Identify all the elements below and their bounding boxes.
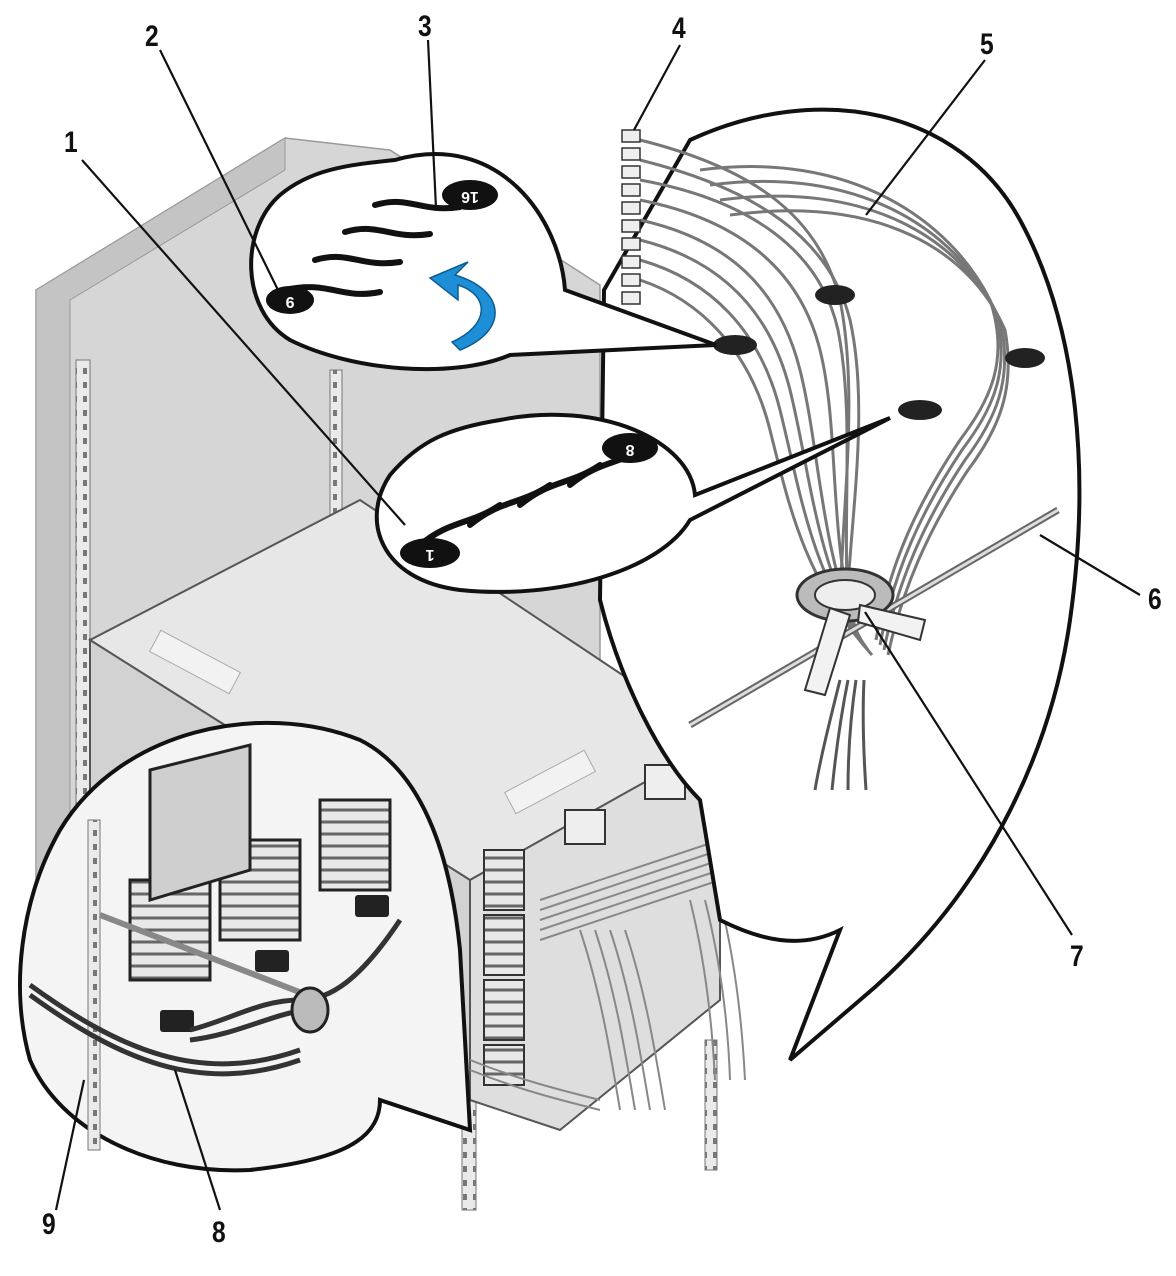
callout-1: 1 [64,126,78,159]
psu-3 [318,798,392,892]
leader-2 [159,49,279,291]
cable-clips-zoom [713,285,1045,420]
rack-rail-right [704,1039,718,1171]
clip-number-16: 16 [461,188,479,205]
callout-3: 3 [418,10,432,43]
leader-6 [1039,534,1141,596]
leader-5 [865,59,986,216]
clip-number-1: 1 [425,546,434,563]
callout-2: 2 [145,20,159,53]
connector-column [621,129,641,305]
chassis-label-1 [148,629,242,695]
chassis-label-2 [503,749,597,815]
psu-handle [148,743,252,903]
power-zoom-panel [18,720,473,1173]
callout-4: 4 [672,12,686,45]
clip-magnifier-top: 9 16 [249,152,717,372]
leader-lines [54,39,1141,1211]
rotate-arrow [428,261,496,351]
velcro-strap [795,567,927,697]
leader-3 [426,39,438,209]
clip-tab-top-left [266,286,314,314]
callout-7: 7 [1070,940,1084,973]
leader-1 [81,159,406,526]
clip-tab-top-right [442,180,498,210]
clip-magnifier-bottom: 1 8 [374,412,891,594]
leader-9 [54,1079,86,1211]
callout-9: 9 [42,1208,56,1241]
clip-tab-bottom-right [602,433,658,463]
leader-4 [633,44,681,131]
callout-5: 5 [980,28,994,61]
leader-7 [864,611,1073,936]
cable-ends-bottom [813,679,868,791]
callout-8: 8 [212,1216,226,1249]
leader-8 [173,1069,222,1211]
clip-number-9: 9 [285,293,294,310]
callout-6: 6 [1148,583,1162,616]
clip-tab-bottom-left [400,538,460,568]
clip-number-8: 8 [625,441,634,458]
